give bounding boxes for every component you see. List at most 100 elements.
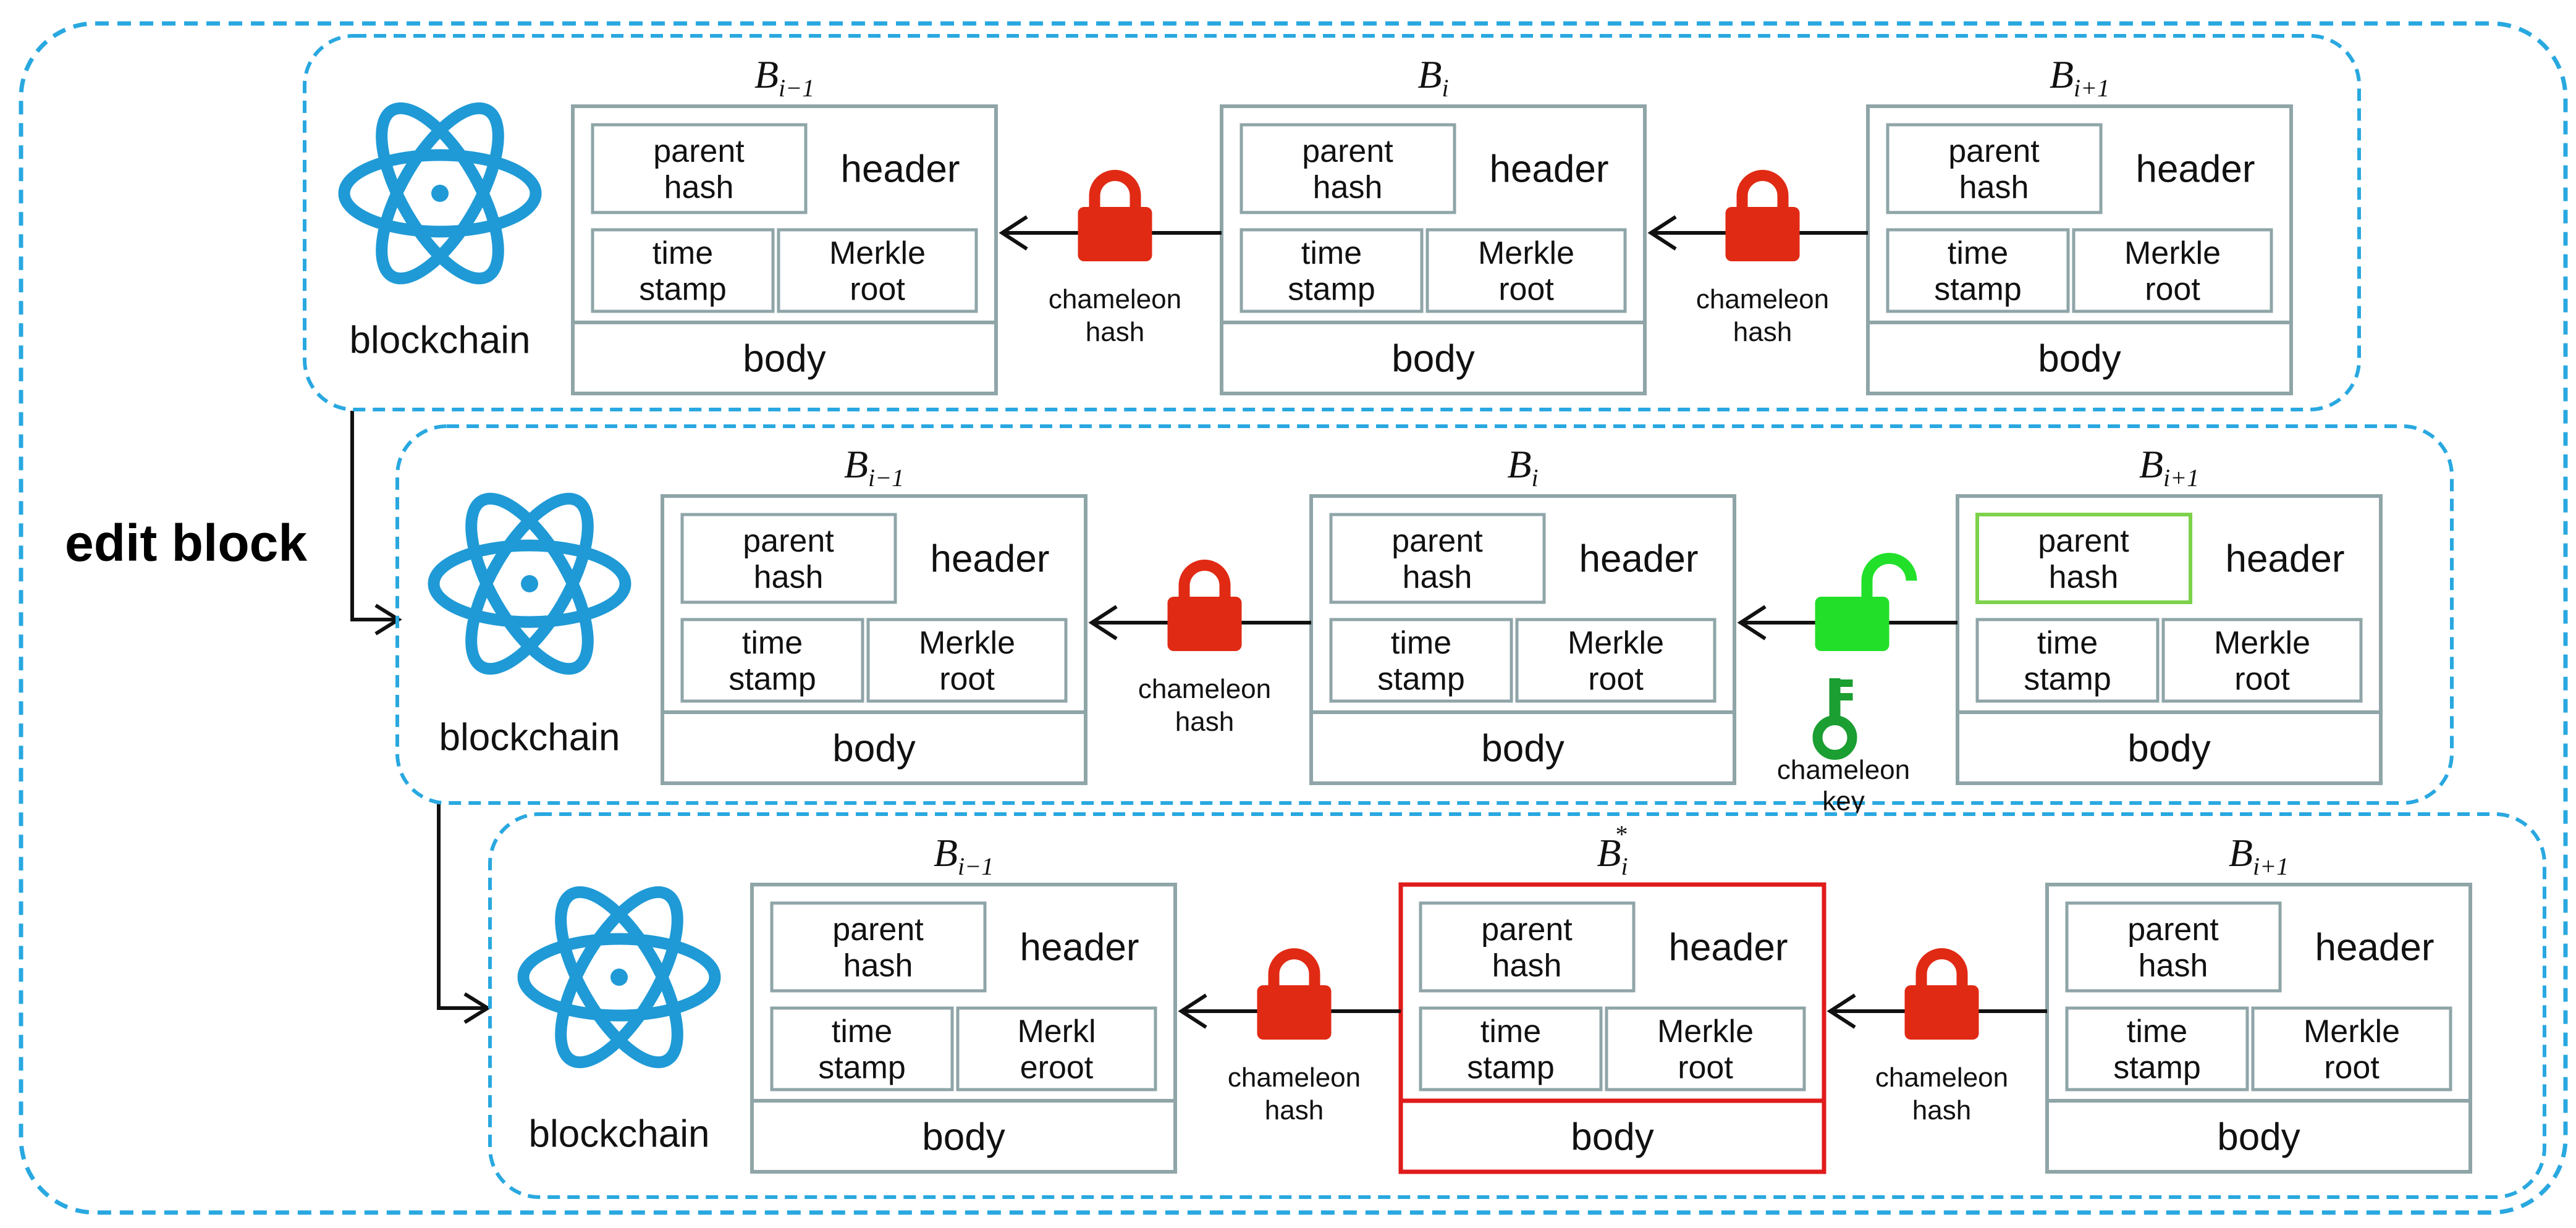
time-stamp-box [1975,618,2160,703]
parent-hash-box [2065,901,2282,993]
key-icon [1812,678,1857,760]
block-title: Bi [1507,442,1538,492]
atom-orbit-1 [517,933,721,1022]
parent-hash-box [680,513,897,604]
padlock-shackle [1736,170,1789,213]
time-stamp-box [591,228,775,313]
link-arrowhead [1826,993,1856,1029]
body-label: body [2217,1116,2300,1159]
time-stamp-box [770,1006,954,1091]
parent-hash-box [1419,901,1636,993]
body-label: body [2038,338,2121,381]
block-title: Bi−1 [844,442,904,492]
time-stamp-box [1239,228,1424,313]
react-atom-icon [428,492,631,675]
header-label: header [1579,538,1698,581]
edit-block-label: edit block [65,514,307,572]
body-label: body [1481,728,1564,770]
header-label: header [930,538,1049,581]
key-bow [1812,715,1857,760]
row-dashed-frame [395,424,2454,805]
padlock-shackle [1089,170,1141,213]
key-tooth-1 [1840,679,1853,687]
padlock-body [1725,207,1800,261]
time-stamp-box [1886,228,2070,313]
time-stamp-box [680,618,864,703]
parent-hash-box [591,123,808,214]
atom-orbit-2 [376,102,504,285]
parent-hash-box [1239,123,1456,214]
block-title: Bi [1417,53,1448,102]
block-title: Bi+1 [2139,442,2199,492]
outer-dashed-frame [19,21,2568,1215]
atom-orbit-1 [338,149,542,238]
block-title: Bi−1 [754,53,814,102]
row-dashed-frame [488,812,2546,1199]
parent-hash-box [1329,513,1546,604]
header-label: header [1489,148,1608,191]
blockchain-label: blockchain [439,717,620,759]
padlock-shackle [1178,560,1231,603]
atom-nucleus [521,575,538,592]
merkle-root-box [2072,228,2273,313]
merkle-root-box [1425,228,1627,313]
parent-hash-box [1886,123,2103,214]
padlock-icon [1257,948,1332,1040]
row-dashed-frame [303,34,2361,411]
parent-hash-box [770,901,987,993]
link-arrowhead [1737,605,1767,641]
padlock-body [1904,985,1979,1040]
block-title: Bi+1 [2050,53,2109,102]
time-stamp-box [2065,1006,2249,1091]
merkle-root-box [2251,1006,2452,1091]
time-stamp-box [1419,1006,1603,1091]
block-title: Bi* [1597,820,1628,880]
padlock-icon [1904,948,1979,1040]
parent-hash-box [1975,513,2192,604]
padlock-icon [1078,170,1152,261]
react-atom-icon [338,102,542,285]
unlocked-padlock-icon [1815,553,1917,651]
body-label: body [832,728,915,770]
row2-to-row3-arrowhead [463,992,491,1024]
merkle-root-box [777,228,978,313]
header-label: header [1020,927,1139,969]
atom-orbit-3 [465,492,594,675]
padlock-body [1078,207,1152,261]
atom-orbit-2 [465,492,594,675]
atom-nucleus [431,185,449,202]
body-label: body [2127,728,2210,770]
